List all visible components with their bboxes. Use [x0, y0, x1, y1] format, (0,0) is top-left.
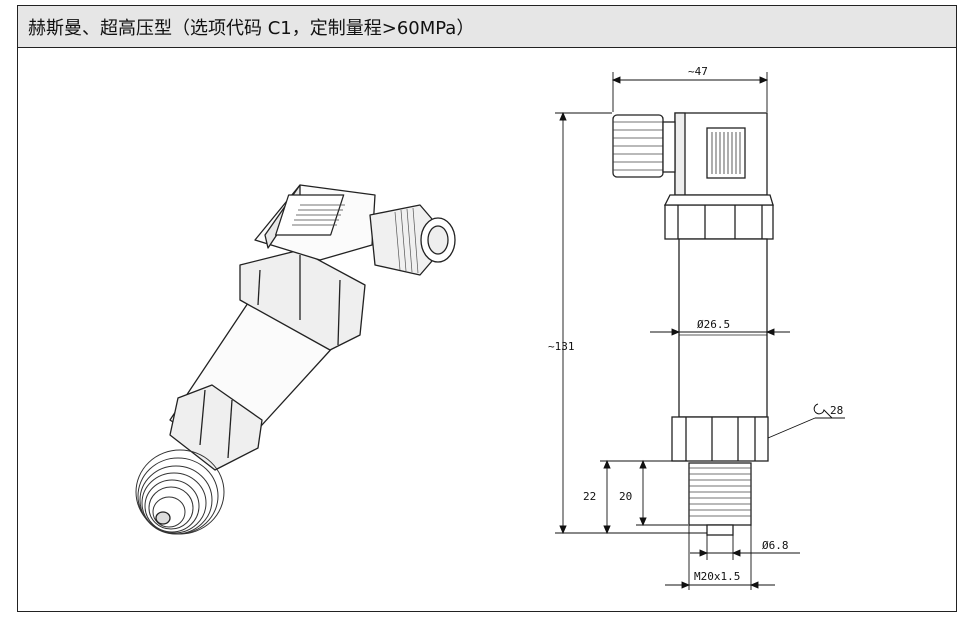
- dim-width-top: ~47: [688, 65, 708, 78]
- dim-body-diameter: Ø26.5: [697, 318, 730, 331]
- dim-bore-diameter: Ø6.8: [762, 539, 789, 552]
- dim-thread-length-inner: 20: [619, 490, 632, 503]
- wrench-icon: [813, 403, 833, 419]
- sensor-side-view: [612, 112, 774, 536]
- body-tube: [678, 238, 768, 418]
- figure-title: 赫斯曼、超高压型（选项代码 C1，定制量程>60MPa）: [28, 18, 475, 39]
- dimension-lines: [555, 72, 845, 590]
- upper-hex: [664, 204, 774, 240]
- figure-frame: 赫斯曼、超高压型（选项代码 C1，定制量程>60MPa）: [17, 5, 957, 612]
- dim-thread-length-outer: 22: [583, 490, 596, 503]
- thread-section: [688, 462, 752, 526]
- dim-thread-spec: M20x1.5: [694, 570, 740, 583]
- figure-header: 赫斯曼、超高压型（选项代码 C1，定制量程>60MPa）: [18, 6, 956, 48]
- dim-wrench-size: 28: [830, 404, 843, 417]
- dim-height-total: ~131: [548, 340, 575, 353]
- lower-hex: [671, 416, 769, 462]
- sensor-3d-view: [135, 184, 456, 535]
